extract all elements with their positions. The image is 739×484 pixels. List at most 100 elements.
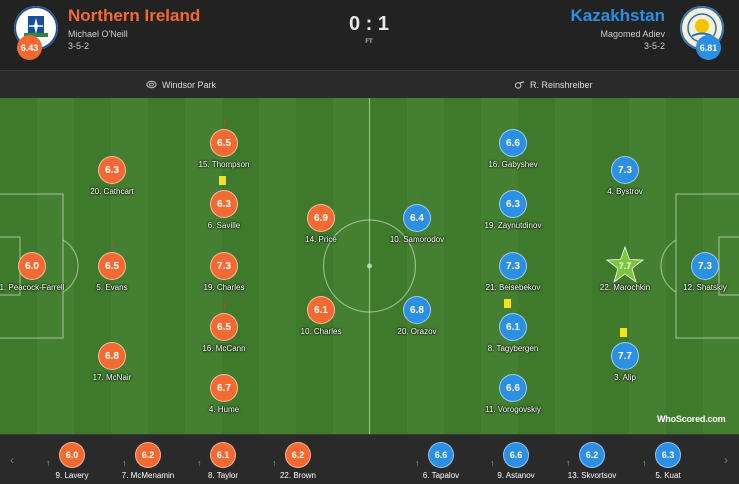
substitute-rating: 6.6: [428, 442, 454, 468]
arrow-up-icon: ↑: [490, 458, 495, 468]
arrow-down-icon: ↓: [222, 116, 227, 127]
player-rating: 7.3: [210, 252, 238, 280]
player-rating: 6.6: [499, 129, 527, 157]
player-name: 17. McNair: [92, 373, 132, 382]
substitute-name: 5. Kuat: [655, 471, 681, 480]
stadium-icon: [146, 80, 157, 89]
match-info-bar: Windsor Park R. Reinshreiber: [0, 70, 739, 98]
player-rating: 6.1: [499, 313, 527, 341]
home-team-name[interactable]: Northern Ireland: [68, 6, 201, 25]
whoscored-logo: WhoScored.com: [657, 414, 726, 424]
home-manager: Michael O'Neill: [68, 29, 128, 39]
substitute-name: 22. Brown: [279, 471, 317, 480]
match-status: FT: [365, 39, 373, 45]
substitute-name: 8. Taylor: [207, 471, 239, 480]
player-rating: 7.7: [619, 261, 632, 271]
arrow-down-icon: ↓: [319, 283, 324, 294]
arrow-down-icon: ↓: [511, 177, 516, 188]
yellow-card-icon: [620, 328, 627, 337]
away-team-rating: 6.81: [696, 35, 721, 60]
venue-info: Windsor Park: [146, 79, 216, 90]
substitute-name: 13. Skvortsov: [567, 471, 617, 480]
player-rating: 6.5: [210, 129, 238, 157]
substitute-rating: 6.1: [210, 442, 236, 468]
player-name: 16. McCann: [202, 344, 246, 353]
arrow-down-icon: ↓: [222, 300, 227, 311]
substitute-rating: 6.2: [579, 442, 605, 468]
player-name: 15. Thompson: [198, 160, 250, 169]
player-rating: 6.5: [98, 252, 126, 280]
player-rating: 6.0: [18, 252, 46, 280]
player-rating: 7.7: [611, 342, 639, 370]
player-name: 20. Cathcart: [90, 187, 134, 196]
player-name: 22. Marochkin: [599, 283, 651, 292]
player-rating: 6.7: [210, 374, 238, 402]
arrow-up-icon: ↑: [272, 458, 277, 468]
player-rating: 6.1: [307, 296, 335, 324]
substitute-name: 9. Lavery: [55, 471, 89, 480]
player-name: 16. Gabyshev: [488, 160, 538, 169]
player-name: 6. Saville: [207, 221, 241, 230]
player-rating: 6.3: [210, 190, 238, 218]
player-rating: 7.3: [691, 252, 719, 280]
player-name: 21. Beisebekov: [485, 283, 541, 292]
player-name: 4. Hume: [208, 405, 240, 414]
arrow-down-icon: ↓: [110, 239, 115, 250]
substitute-rating: 6.2: [135, 442, 161, 468]
player-rating: 6.6: [499, 374, 527, 402]
home-formation: 3-5-2: [68, 41, 90, 51]
substitute-rating: 6.2: [285, 442, 311, 468]
player-name: 1. Peacock-Farrell: [0, 283, 65, 292]
player-rating: 6.8: [98, 342, 126, 370]
substitute-rating: 6.0: [59, 442, 85, 468]
substitute-rating: 6.6: [503, 442, 529, 468]
referee-name: R. Reinshreiber: [530, 79, 593, 90]
player-name: 12. Shatskiy: [683, 283, 727, 292]
arrow-up-icon: ↑: [122, 458, 127, 468]
player-name: 19. Charles: [203, 283, 245, 292]
player-name: 8. Tagybergen: [487, 344, 539, 353]
referee-info: R. Reinshreiber: [514, 79, 593, 90]
chevron-left-icon[interactable]: ‹: [10, 453, 14, 467]
player-rating: 6.4: [403, 204, 431, 232]
pitch-markings: [0, 98, 739, 434]
away-manager: Magomed Adiev: [600, 29, 665, 39]
player-rating: 6.8: [403, 296, 431, 324]
player-rating: 6.3: [499, 190, 527, 218]
home-team-rating: 6.43: [17, 35, 42, 60]
player-name: 14. Price: [305, 235, 337, 244]
player-rating: 7.3: [611, 156, 639, 184]
star-icon: 7.7: [606, 246, 644, 284]
venue-name: Windsor Park: [162, 79, 217, 90]
match-header: 6.43 Northern Ireland Michael O'Neill 3-…: [0, 0, 739, 70]
substitute-rating: 6.3: [655, 442, 681, 468]
player-name: 10. Samorodov: [389, 235, 445, 244]
player-name: 10. Charles: [300, 327, 342, 336]
arrow-up-icon: ↑: [566, 458, 571, 468]
player-name: 4. Bystrov: [607, 187, 643, 196]
player-rating: 6.3: [98, 156, 126, 184]
yellow-card-icon: [219, 176, 226, 185]
player-name: 19. Zaynutdinov: [484, 221, 542, 230]
yellow-card-icon: [504, 299, 511, 308]
player-name: 3. Alip: [614, 373, 636, 382]
player-rating: 6.9: [307, 204, 335, 232]
chevron-right-icon[interactable]: ›: [724, 453, 728, 467]
arrow-up-icon: ↑: [46, 458, 51, 468]
player-rating: 6.5: [210, 313, 238, 341]
player-name: 11. Vorogovskiy: [485, 405, 541, 414]
whistle-icon: [514, 81, 525, 89]
arrow-up-icon: ↑: [197, 458, 202, 468]
away-team-name[interactable]: Kazakhstan: [570, 6, 665, 25]
arrow-down-icon: ↓: [415, 283, 420, 294]
substitute-name: 6. Tapalov: [422, 471, 460, 480]
arrow-down-icon: ↓: [517, 300, 522, 311]
arrow-down-icon: ↓: [415, 191, 420, 202]
substitute-name: 9. Astanov: [497, 471, 535, 480]
arrow-up-icon: ↑: [415, 458, 420, 468]
arrow-down-icon: ↓: [511, 116, 516, 127]
match-score: 0 : 1: [348, 13, 390, 35]
away-formation: 3-5-2: [643, 41, 665, 51]
